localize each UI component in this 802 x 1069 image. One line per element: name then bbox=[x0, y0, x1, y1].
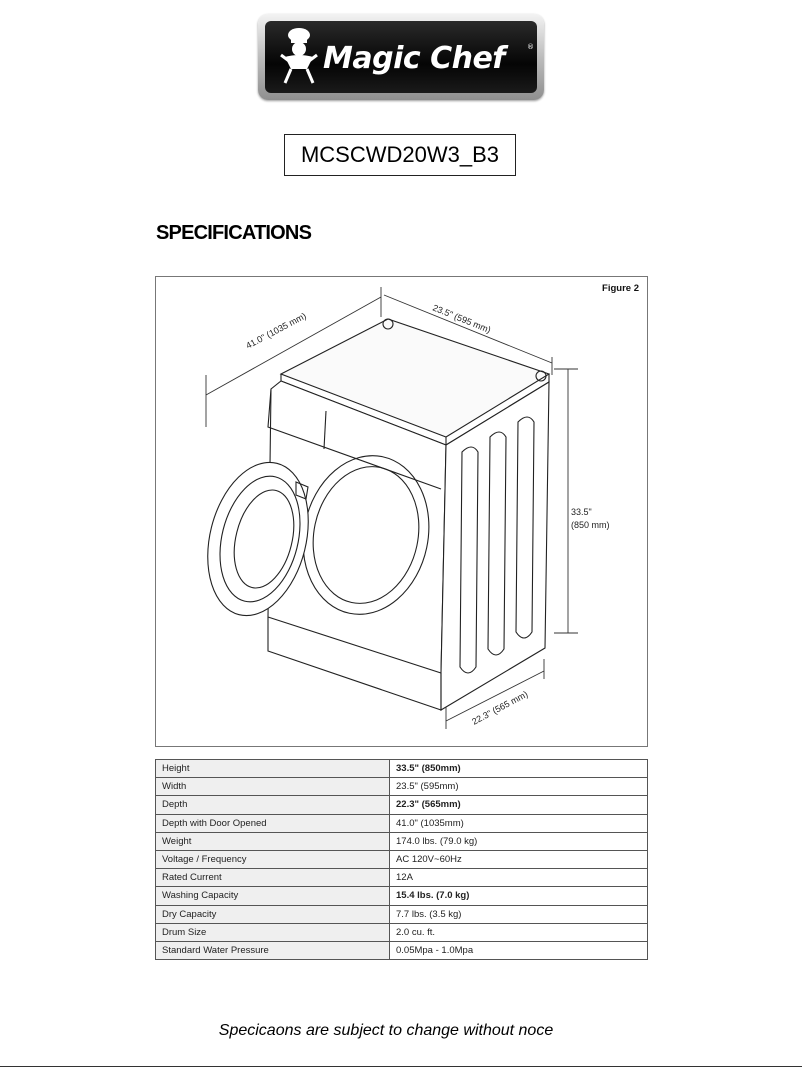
washer-line-drawing: 41.0" (1035 mm) 23.5" (595 mm) 33.5" (85… bbox=[205, 287, 610, 729]
spec-label: Width bbox=[155, 777, 390, 797]
figure-label: Figure 2 bbox=[602, 283, 639, 294]
spec-value: 0.05Mpa - 1.0Mpa bbox=[389, 940, 648, 961]
dim-depth-open: 41.0" (1035 mm) bbox=[244, 311, 308, 351]
spec-label: Weight bbox=[155, 831, 390, 851]
dim-height-mm: (850 mm) bbox=[571, 520, 610, 530]
spec-value: 41.0" (1035mm) bbox=[389, 813, 648, 833]
spec-label: Height bbox=[155, 758, 390, 779]
model-number-box: MCSCWD20W3_B3 bbox=[284, 134, 516, 176]
spec-label: Standard Water Pressure bbox=[155, 940, 390, 961]
dim-width: 23.5" (595 mm) bbox=[431, 303, 492, 335]
brand-logo: Magic Chef ® bbox=[258, 14, 544, 100]
spec-label: Drum Size bbox=[155, 922, 390, 942]
brand-name: Magic Chef bbox=[323, 41, 505, 76]
spec-label: Dry Capacity bbox=[155, 904, 390, 924]
spec-value: 7.7 lbs. (3.5 kg) bbox=[389, 904, 648, 924]
bottom-divider bbox=[0, 1066, 802, 1067]
spec-value: 12A bbox=[389, 868, 648, 888]
disclaimer-note: Specicaons are subject to change without… bbox=[218, 1022, 554, 1039]
spec-value: AC 120V~60Hz bbox=[389, 849, 648, 870]
dim-depth: 22.3" (565 mm) bbox=[470, 689, 529, 727]
dimension-figure: Figure 2 bbox=[155, 276, 648, 747]
registered-mark: ® bbox=[527, 43, 534, 51]
model-number: MCSCWD20W3_B3 bbox=[300, 142, 500, 167]
spec-value: 174.0 lbs. (79.0 kg) bbox=[389, 831, 648, 851]
spec-value: 23.5" (595mm) bbox=[389, 777, 648, 797]
spec-label: Rated Current bbox=[155, 868, 390, 888]
spec-label: Voltage / Frequency bbox=[155, 849, 390, 870]
spec-value: 15.4 lbs. (7.0 kg) bbox=[389, 886, 648, 906]
chef-mascot-icon bbox=[280, 28, 318, 84]
spec-value: 22.3" (565mm) bbox=[389, 795, 648, 815]
logo-plate: Magic Chef ® bbox=[265, 21, 537, 93]
dim-height-in: 33.5" bbox=[571, 507, 592, 517]
spec-label: Depth bbox=[155, 795, 390, 815]
spec-value: 33.5" (850mm) bbox=[389, 758, 648, 779]
spec-value: 2.0 cu. ft. bbox=[389, 922, 648, 942]
spec-label: Washing Capacity bbox=[155, 886, 390, 906]
spec-label: Depth with Door Opened bbox=[155, 813, 390, 833]
specifications-heading: SPECIFICATIONS bbox=[156, 222, 312, 244]
